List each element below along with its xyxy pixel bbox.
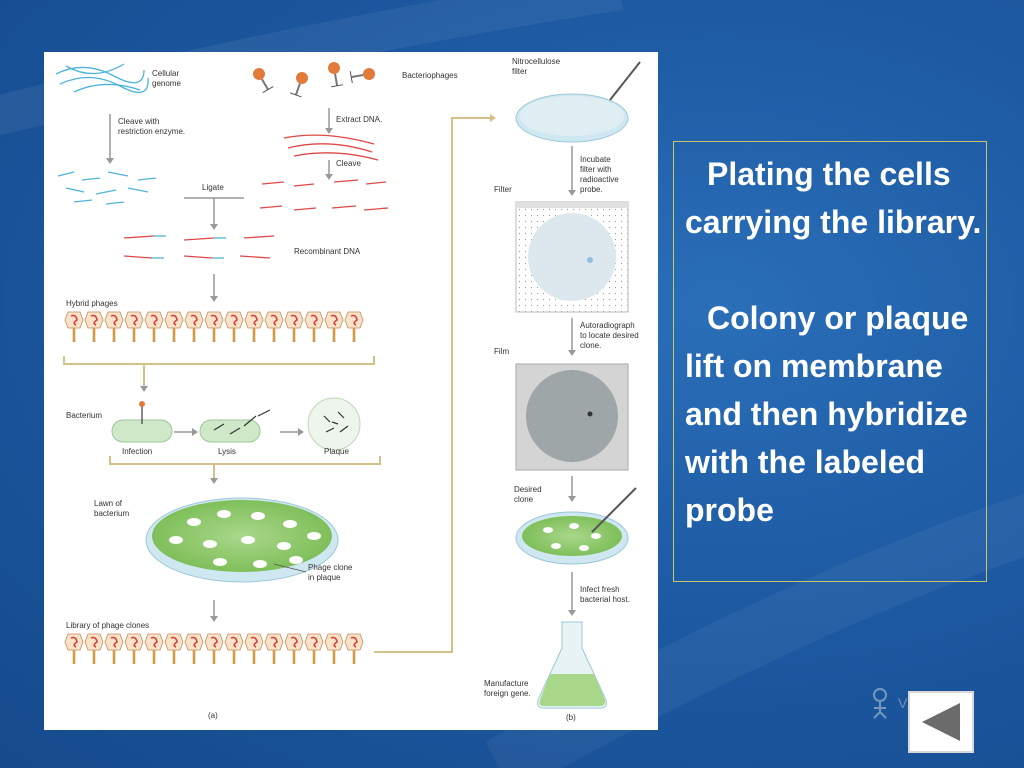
film-sheet <box>515 363 629 471</box>
person-logo-icon <box>873 688 887 719</box>
lysis-illustration <box>199 409 271 443</box>
infection-label: Infection <box>122 447 152 456</box>
cleave-label: Cleave <box>336 159 361 168</box>
hybrid-phages-label: Hybrid phages <box>66 299 118 308</box>
infection-illustration <box>111 401 173 443</box>
phage-fragments <box>259 179 389 211</box>
filter-plate <box>515 61 641 143</box>
back-button[interactable] <box>908 691 974 753</box>
cellular-genome-strands <box>55 63 149 94</box>
plaque-illustration <box>307 397 361 451</box>
description-box: Plating the cells carrying the library. … <box>673 141 987 582</box>
filter-sheet <box>515 201 629 313</box>
phage-dna-strands <box>283 134 379 161</box>
film-label: Film <box>494 347 509 356</box>
library-phages-row <box>64 633 364 665</box>
filter-label: Filter <box>494 185 512 194</box>
hybrid-phages-row <box>64 311 364 343</box>
cellular-fragments <box>57 171 157 205</box>
description-paragraph-1: Plating the cells carrying the library. <box>685 156 982 240</box>
bacteriophages-illustration <box>253 62 375 98</box>
library-label: Library of phage clones <box>66 621 149 630</box>
recombinant-dna <box>123 235 275 259</box>
panel-b-label: (b) <box>566 713 576 722</box>
left-triangle-icon <box>922 703 960 741</box>
plaque-label: Plaque <box>324 447 349 456</box>
bacterium-label: Bacterium <box>66 411 102 420</box>
description-paragraph-2: Colony or plaque lift on membrane and th… <box>685 300 969 528</box>
ligate-label: Ligate <box>202 183 224 192</box>
flask <box>537 621 607 709</box>
panel-a-label: (a) <box>208 711 218 720</box>
extract-dna-label: Extract DNA. <box>336 115 382 124</box>
lysis-label: Lysis <box>218 447 236 456</box>
recombinant-dna-label: Recombinant DNA <box>294 247 361 256</box>
lawn-plate <box>145 497 339 583</box>
bacteriophages-label: Bacteriophages <box>402 71 458 80</box>
clone-plate <box>515 487 637 565</box>
